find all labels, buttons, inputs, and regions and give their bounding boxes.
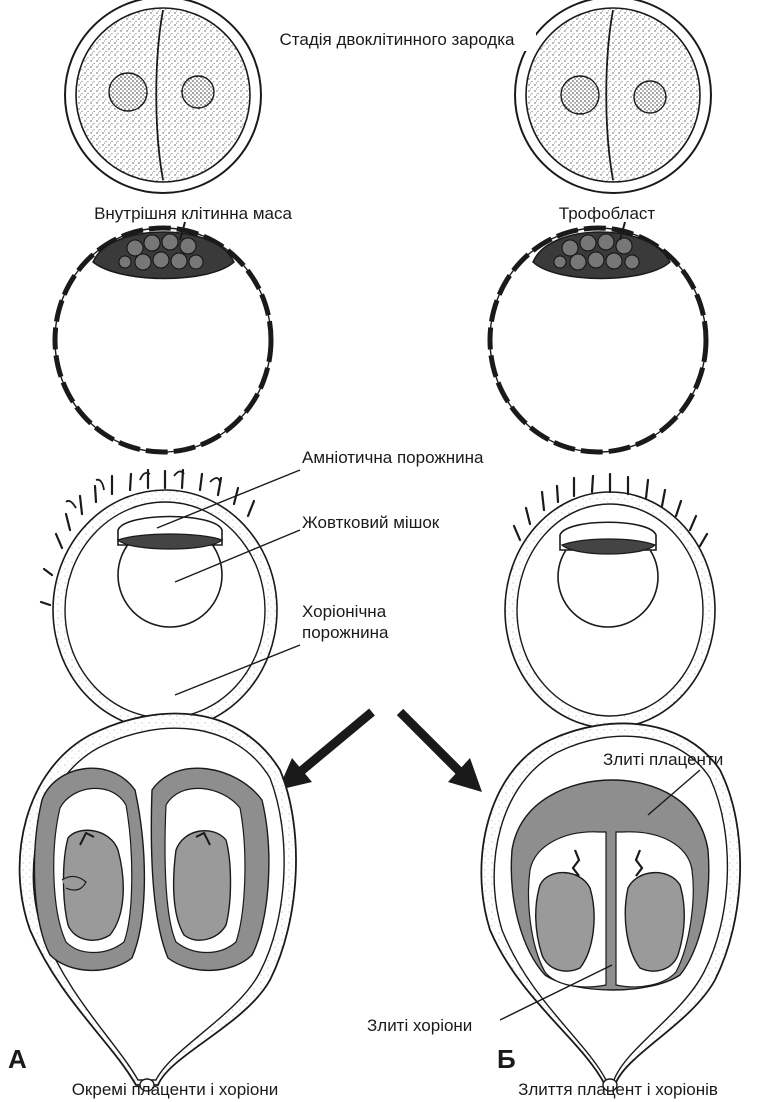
panel-b-caption: Злиття плацент і хоріонів bbox=[518, 1080, 718, 1099]
two-cell-embryo-left bbox=[65, 0, 261, 193]
panel-a-caption: Окремі плаценти і хоріони bbox=[72, 1080, 279, 1099]
label-trophoblast: Трофобласт bbox=[559, 204, 656, 223]
arrow-to-panel-a bbox=[278, 712, 372, 790]
label-chorionic-cavity-2: порожнина bbox=[302, 623, 389, 642]
label-fused-placentas: Злиті плаценти bbox=[603, 750, 723, 769]
chorionic-sac-left bbox=[41, 470, 277, 730]
blastocyst-right bbox=[490, 222, 706, 452]
label-inner-cell-mass: Внутрішня клітинна маса bbox=[94, 204, 292, 223]
panel-b-letter: Б bbox=[497, 1044, 516, 1074]
label-yolk-sac: Жовтковий мішок bbox=[302, 513, 440, 532]
label-two-cell-stage: Стадія двоклітинного зародка bbox=[280, 30, 516, 49]
panel-a-letter: А bbox=[8, 1044, 27, 1074]
placenta-chorion-a-left bbox=[34, 768, 144, 970]
fused-placenta-chorion-b bbox=[511, 780, 708, 990]
arrow-to-panel-b bbox=[400, 712, 482, 792]
label-chorionic-cavity-1: Хоріонічна bbox=[302, 602, 387, 621]
two-cell-embryo-right bbox=[515, 0, 711, 193]
blastocyst-left bbox=[55, 222, 271, 452]
label-fused-chorions: Злиті хоріони bbox=[367, 1016, 472, 1035]
chorionic-sac-right bbox=[505, 474, 715, 728]
placenta-chorion-a-right bbox=[151, 768, 268, 970]
label-amniotic-cavity: Амніотична порожнина bbox=[302, 448, 484, 467]
